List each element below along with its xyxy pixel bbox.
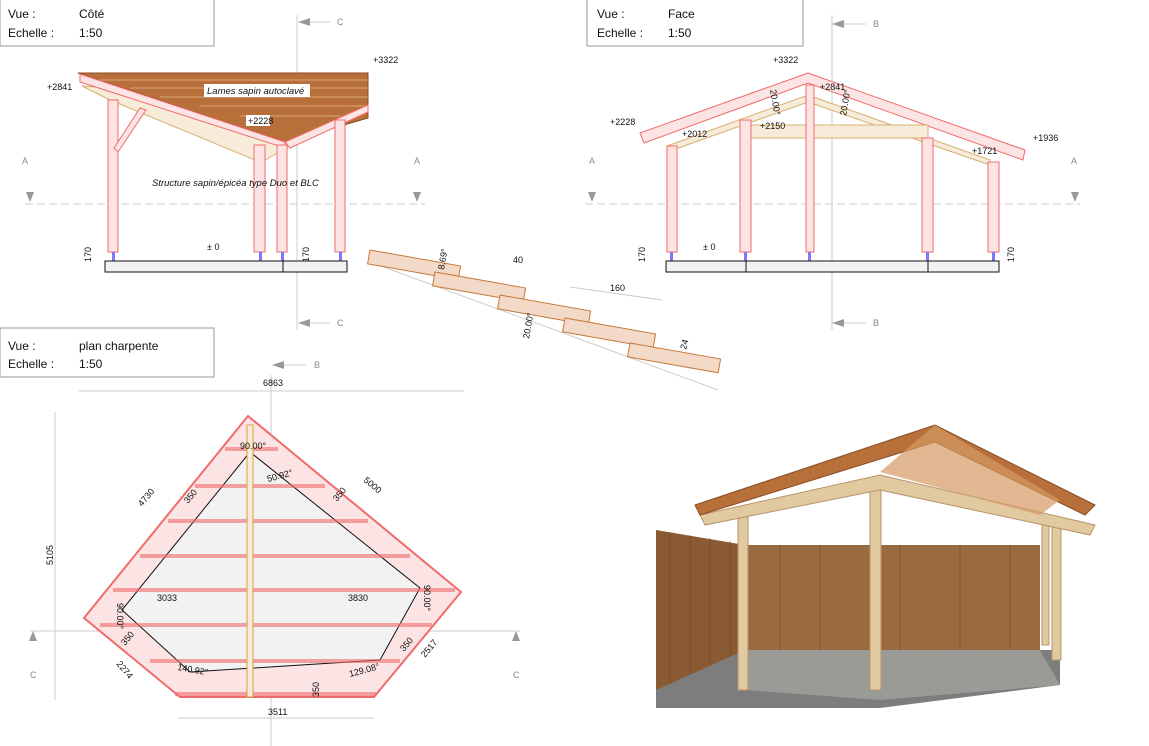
height-dim: 170	[1006, 247, 1016, 262]
section-label: A	[22, 156, 28, 166]
length-dim: 2517	[419, 638, 440, 660]
title-block-plan: Vue : plan charpente Echelle : 1:50	[0, 327, 215, 378]
vue-value: Côté	[79, 7, 105, 21]
angle-dim: 20.00°	[521, 311, 535, 339]
length-dim: 3033	[157, 593, 177, 603]
section-label: A	[589, 156, 595, 166]
height-dim: 170	[83, 247, 93, 262]
section-arrow-icon	[298, 319, 310, 327]
length-dim: 2274	[114, 659, 135, 681]
section-label: C	[513, 670, 520, 680]
angle-dim: 20.00°	[838, 88, 852, 116]
section-label: C	[337, 318, 344, 328]
vue-label: Vue :	[8, 7, 36, 21]
scale-label: Echelle :	[8, 357, 54, 371]
vue-value: Face	[668, 7, 695, 21]
section-label: C	[30, 670, 37, 680]
height-dim: 170	[301, 247, 311, 262]
angle-dim: 8.69°	[436, 247, 450, 270]
vue-label: Vue :	[597, 7, 625, 21]
level-mark: +2012	[682, 129, 707, 139]
level-mark: +1721	[972, 146, 997, 156]
side-elevation: C C A A Lames sapin autoclavé Structure …	[22, 15, 425, 330]
length-dim: 24	[678, 338, 690, 350]
vue-value: plan charpente	[79, 339, 159, 353]
level-mark: +2228	[248, 116, 273, 126]
level-mark: +1936	[1033, 133, 1058, 143]
section-label: A	[1071, 156, 1077, 166]
roof-material-note: Lames sapin autoclavé	[207, 86, 304, 97]
level-mark: +3322	[773, 55, 798, 65]
length-dim: 3511	[268, 707, 287, 717]
level-mark: +2841	[47, 82, 72, 92]
title-block-cote: Vue : Côté Echelle : 1:50	[0, 0, 215, 47]
angle-dim: 90.00°	[240, 441, 267, 451]
scale-value: 1:50	[79, 357, 103, 371]
scale-value: 1:50	[79, 26, 103, 40]
length-dim: 160	[610, 283, 625, 293]
level-mark: +3322	[373, 55, 398, 65]
section-arrow-icon	[298, 18, 310, 26]
length-dim: 5000	[362, 475, 384, 496]
section-label: C	[337, 17, 344, 27]
angle-dim: 90.00°	[422, 585, 432, 612]
framing-plan: B C C 6863 5105 4730 5000 3033 3830 2274…	[29, 360, 520, 746]
section-label: B	[873, 19, 879, 29]
face-elevation: B B A A +3322 +2841 +2228 +2012 +2150 +1…	[585, 15, 1080, 330]
level-mark: ± 0	[703, 242, 715, 252]
angle-dim: 20.00°	[768, 89, 782, 117]
length-dim: 5105	[45, 545, 55, 565]
angle-dim: 90.00°	[115, 603, 125, 630]
level-mark: +2150	[760, 121, 785, 131]
scale-value: 1:50	[668, 26, 692, 40]
section-label: A	[414, 156, 420, 166]
3d-render	[656, 424, 1096, 708]
section-label: B	[314, 360, 320, 370]
structure-material-note: Structure sapin/épicéa type Duo et BLC	[152, 178, 319, 189]
length-dim: 3830	[348, 593, 368, 603]
level-mark: +2228	[610, 117, 635, 127]
section-label: B	[873, 318, 879, 328]
plank-overlap-detail: 8.69° 40 160 20.00° 24	[366, 247, 722, 391]
level-mark: +2841	[820, 82, 845, 92]
level-mark: ± 0	[207, 242, 219, 252]
length-dim: 350	[311, 682, 321, 697]
length-dim: 6863	[263, 378, 283, 388]
length-dim: 40	[513, 255, 523, 265]
scale-label: Echelle :	[8, 26, 54, 40]
vue-label: Vue :	[8, 339, 36, 353]
length-dim: 4730	[136, 487, 157, 509]
height-dim: 170	[637, 247, 647, 262]
scale-label: Echelle :	[597, 26, 643, 40]
title-block-face: Vue : Face Echelle : 1:50	[586, 0, 804, 47]
